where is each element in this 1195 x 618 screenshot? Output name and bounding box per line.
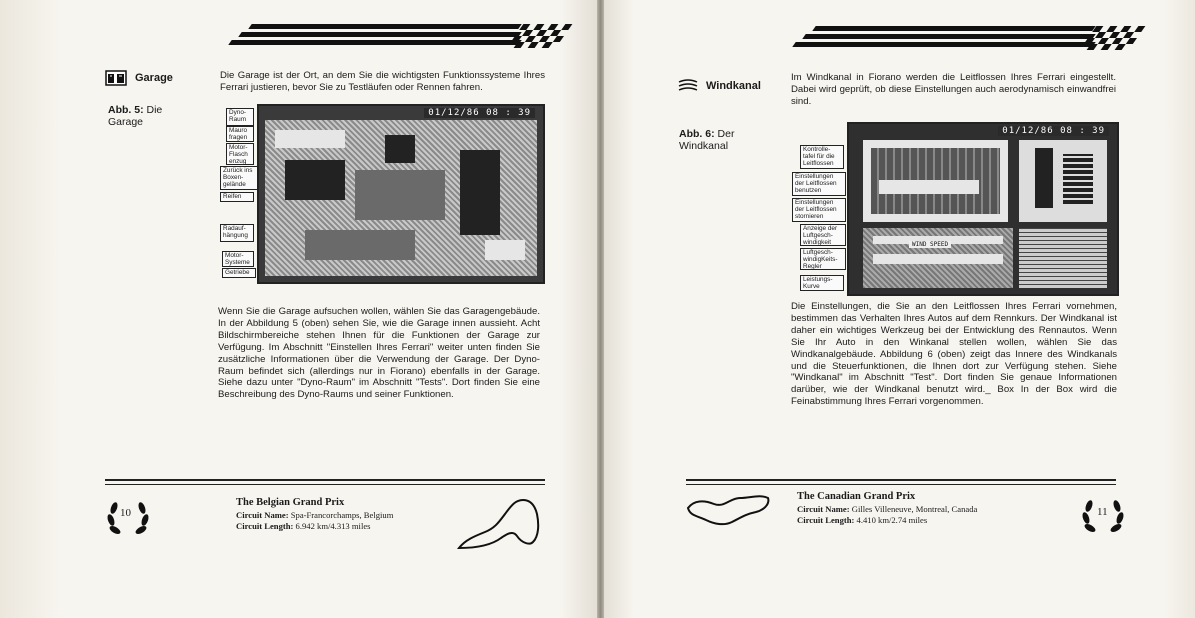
book-gutter	[597, 0, 604, 618]
callout-engine-hoist: Motor-Flasch enzug	[226, 143, 254, 165]
header-stripes	[784, 22, 1124, 52]
circuit-length: Circuit Length: 6.942 km/4.313 miles	[236, 521, 371, 531]
intro-text: Die Garage ist der Ort, an dem Sie die w…	[220, 70, 545, 93]
circuit-name: Circuit Name: Spa-Francorchamps, Belgium	[236, 510, 394, 520]
callout-power-curve: Leistungs-Kurve	[800, 275, 844, 291]
callout-airspeed-display: Anzeige der Luftgesch-windigkeit	[800, 224, 846, 246]
wind-tunnel-icon	[678, 79, 698, 93]
figure-caption-text: Der Windkanal	[679, 128, 735, 152]
footer-rule	[686, 479, 1116, 481]
screen-clock: 01/12/86 08 : 39	[998, 126, 1109, 136]
figure-label: Abb. 5:	[108, 104, 144, 116]
garage-screenshot: 01/12/86 08 : 39	[257, 104, 545, 284]
laurel-wreath-icon	[103, 490, 153, 540]
figure-caption: Abb. 6: Der Windkanal	[679, 128, 754, 152]
callout-back-to-pits: Zurück ins Boxen-gelände	[220, 166, 258, 190]
figure-caption-text: Die Garage	[108, 104, 163, 128]
callout-apply-fin-settings: Einstellungen der Leitflossen benutzen	[792, 172, 846, 196]
garage-icon	[105, 70, 127, 86]
section-title: Windkanal	[706, 80, 761, 92]
callout-airspeed-control: Luftgesch-windigKeits-Regler	[800, 248, 846, 270]
callout-gearbox: Getriebe	[222, 268, 256, 278]
body-text: Die Einstellungen, die Sie an den Leitfl…	[791, 301, 1117, 408]
body-text: Wenn Sie die Garage aufsuchen wollen, wä…	[218, 306, 540, 401]
right-page: Windkanal Im Windkanal in Fiorano werden…	[604, 0, 1195, 618]
page-number: 11	[1097, 506, 1108, 518]
circuit-length: Circuit Length: 4.410 km/2.74 miles	[797, 515, 928, 525]
footer-title: The Canadian Grand Prix	[797, 491, 916, 502]
footer-title: The Belgian Grand Prix	[236, 497, 345, 508]
callout-engine-systems: Motor-Systeme	[222, 251, 254, 267]
left-page: Garage Die Garage ist der Ort, an dem Si…	[0, 0, 597, 618]
track-map-icon	[684, 490, 774, 530]
callout-fin-control-panel: Kontrolle-tafel für die Leitflossen	[800, 145, 844, 169]
section-title: Garage	[135, 72, 173, 84]
callout-suspension: Radauf-hängung	[220, 224, 254, 242]
footer-rule	[105, 479, 545, 481]
callout-ask-mauro: Mauro fragen	[226, 126, 254, 142]
intro-text: Im Windkanal in Fiorano werden die Leitf…	[791, 72, 1116, 107]
figure-label: Abb. 6:	[679, 128, 715, 140]
circuit-name: Circuit Name: Gilles Villeneuve, Montrea…	[797, 504, 978, 514]
figure-caption: Abb. 5: Die Garage	[108, 104, 180, 128]
wind-tunnel-screenshot: WIND SPEED 01/12/86 08 : 39	[847, 122, 1119, 296]
screen-clock: 01/12/86 08 : 39	[424, 108, 535, 118]
callout-cancel-fin-settings: Einstellungen der Leitflossen stornieren	[792, 198, 846, 222]
laurel-wreath-icon	[1078, 488, 1128, 538]
track-map-icon	[455, 492, 545, 552]
page-number: 10	[120, 507, 131, 519]
wind-speed-label: WIND SPEED	[909, 241, 952, 248]
callout-tyres: Reifen	[220, 192, 254, 202]
callout-dyno-room: Dyno-Raum	[226, 108, 254, 126]
